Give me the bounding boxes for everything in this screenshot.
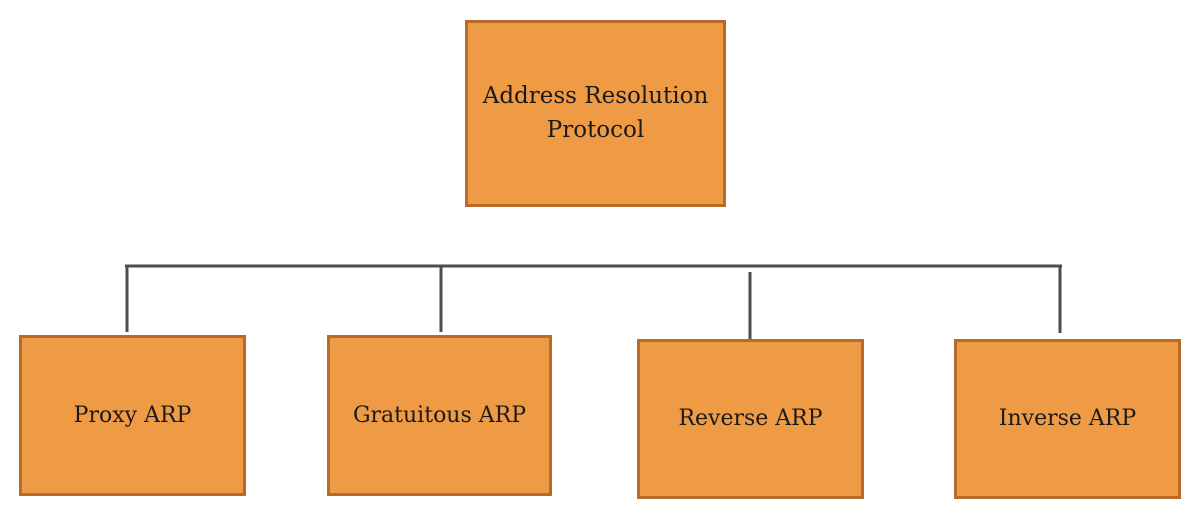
child-node-inverse-arp: Inverse ARP — [954, 339, 1181, 499]
child-node-label: Proxy ARP — [73, 402, 192, 428]
child-node-label: Reverse ARP — [678, 406, 823, 432]
child-node-gratuitous-arp: Gratuitous ARP — [327, 335, 552, 496]
root-node-label: Address Resolution Protocol — [482, 83, 709, 143]
child-node-proxy-arp: Proxy ARP — [19, 335, 246, 496]
root-node-address-resolution-protocol: Address Resolution Protocol — [465, 20, 726, 207]
child-node-reverse-arp: Reverse ARP — [637, 339, 864, 499]
child-node-label: Inverse ARP — [998, 406, 1137, 432]
child-node-label: Gratuitous ARP — [352, 402, 527, 428]
